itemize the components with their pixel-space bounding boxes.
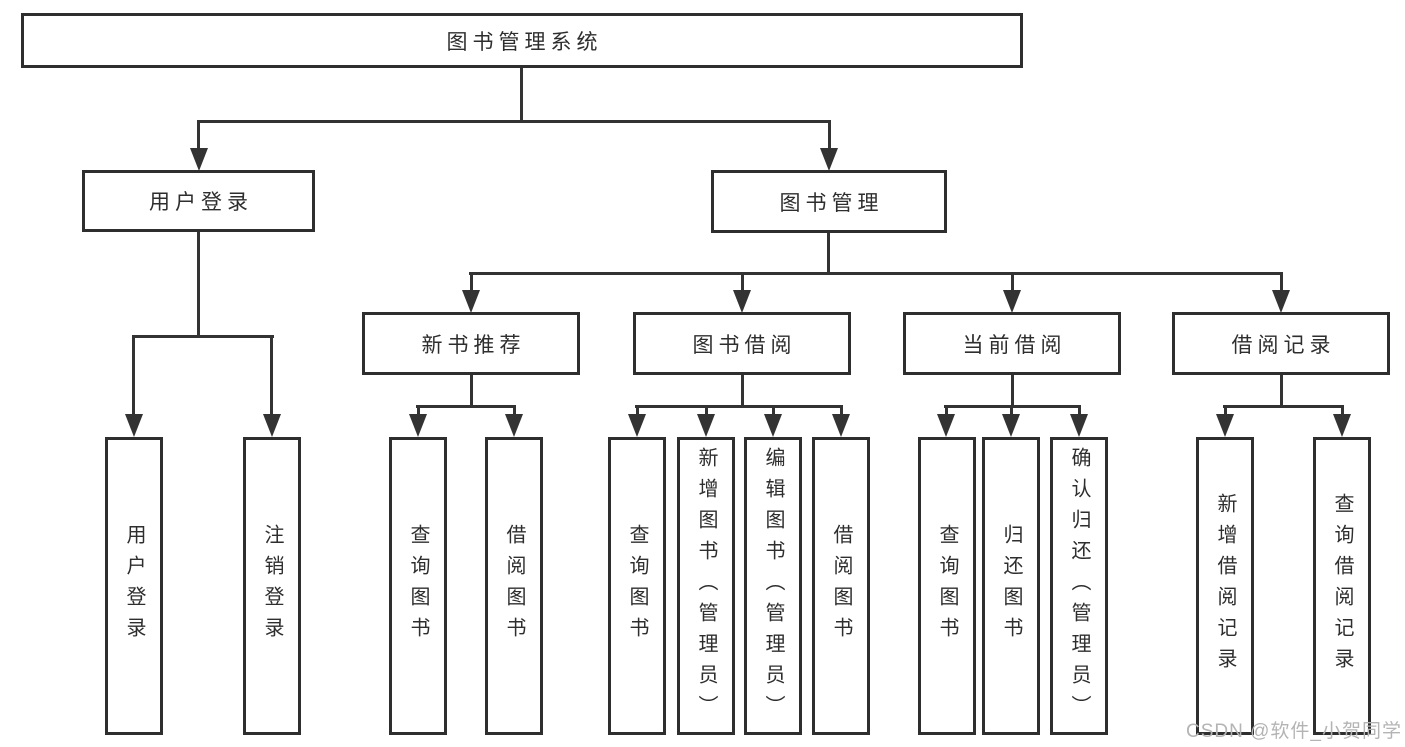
- leaf-edit-book-admin: 编辑图书（管理员）: [744, 437, 802, 735]
- leaf-add-book-admin: 新增图书（管理员）: [677, 437, 735, 735]
- connector-stem-borrow-records: [1280, 272, 1283, 292]
- connector-stem-book-borrow: [741, 272, 744, 292]
- leaf-confirm-return-admin: 确认归还（管理员）: [1050, 437, 1108, 735]
- arrow-down-icon: [462, 290, 480, 313]
- arrow-down-icon: [733, 290, 751, 313]
- arrow-down-icon: [820, 148, 838, 171]
- connector-stem-leaf: [513, 405, 516, 416]
- node-borrowing-records: 借阅记录: [1172, 312, 1390, 375]
- connector-stem-book-management: [828, 120, 831, 150]
- arrow-down-icon: [1272, 290, 1290, 313]
- connector-new-book-branch: [416, 405, 515, 408]
- node-library-management-system: 图书管理系统: [21, 13, 1023, 68]
- connector-current-borrow-drop: [1011, 375, 1014, 406]
- watermark-text: CSDN @软件_小贺同学: [1186, 721, 1402, 742]
- leaf-borrow-books-recommend: 借阅图书: [485, 437, 543, 735]
- arrow-down-icon: [628, 414, 646, 437]
- connector-book-management-drop: [827, 233, 830, 273]
- connector-stem-leaf: [1010, 405, 1013, 416]
- leaf-logout: 注销登录: [243, 437, 301, 735]
- connector-book-borrow-branch: [635, 405, 842, 408]
- arrow-down-icon: [1002, 414, 1020, 437]
- connector-stem-leaf: [636, 405, 639, 416]
- connector-stem-leaf: [945, 405, 948, 416]
- connector-stem-new-book: [470, 272, 473, 292]
- node-current-borrowing: 当前借阅: [903, 312, 1121, 375]
- arrow-down-icon: [1003, 290, 1021, 313]
- arrow-down-icon: [263, 414, 281, 437]
- connector-stem-leaf: [840, 405, 843, 416]
- node-user-login: 用户登录: [82, 170, 315, 232]
- arrow-down-icon: [190, 148, 208, 171]
- node-book-management: 图书管理: [711, 170, 947, 233]
- leaf-add-borrow-record: 新增借阅记录: [1196, 437, 1254, 735]
- arrow-down-icon: [1216, 414, 1234, 437]
- leaf-search-books-borrow: 查询图书: [608, 437, 666, 735]
- connector-level3-branch: [469, 272, 1282, 275]
- arrow-down-icon: [409, 414, 427, 437]
- arrow-down-icon: [1333, 414, 1351, 437]
- arrow-down-icon: [505, 414, 523, 437]
- leaf-search-books-recommend: 查询图书: [389, 437, 447, 735]
- node-new-book-recommendation: 新书推荐: [362, 312, 580, 375]
- connector-stem-leaf: [1078, 405, 1081, 416]
- connector-user-login-drop: [197, 232, 200, 336]
- leaf-search-books-current: 查询图书: [918, 437, 976, 735]
- connector-stem-current-borrow: [1011, 272, 1014, 292]
- node-book-borrowing: 图书借阅: [633, 312, 851, 375]
- connector-borrow-records-drop: [1280, 375, 1283, 406]
- connector-stem-leaf: [270, 335, 273, 417]
- leaf-borrow-books: 借阅图书: [812, 437, 870, 735]
- connector-stem-leaf: [132, 335, 135, 417]
- connector-stem-leaf: [1224, 405, 1227, 416]
- connector-user-login-branch: [132, 335, 274, 338]
- leaf-search-borrow-record: 查询借阅记录: [1313, 437, 1371, 735]
- connector-level1-branch: [197, 120, 830, 123]
- arrow-down-icon: [832, 414, 850, 437]
- connector-new-book-drop: [470, 375, 473, 406]
- arrow-down-icon: [125, 414, 143, 437]
- arrow-down-icon: [937, 414, 955, 437]
- arrow-down-icon: [764, 414, 782, 437]
- connector-stem-leaf: [1341, 405, 1344, 416]
- leaf-return-book: 归还图书: [982, 437, 1040, 735]
- connector-borrow-records-branch: [1223, 405, 1343, 408]
- connector-stem-leaf: [417, 405, 420, 416]
- leaf-user-login: 用户登录: [105, 437, 163, 735]
- arrow-down-icon: [697, 414, 715, 437]
- connector-book-borrow-drop: [741, 375, 744, 406]
- connector-stem-user-login: [197, 120, 200, 150]
- connector-root-trunk: [520, 68, 523, 120]
- connector-stem-leaf: [705, 405, 708, 416]
- connector-stem-leaf: [772, 405, 775, 416]
- arrow-down-icon: [1070, 414, 1088, 437]
